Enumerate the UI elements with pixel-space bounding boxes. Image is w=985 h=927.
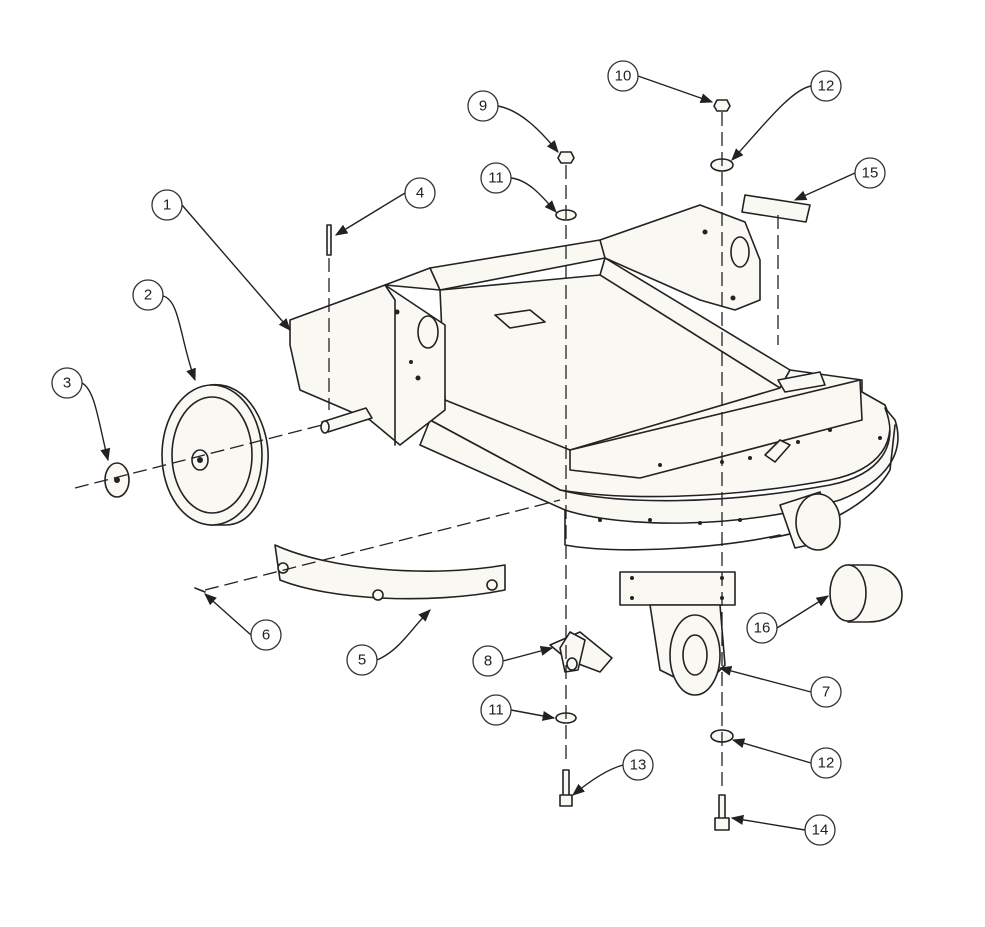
hardware [555,99,811,831]
pin-part-4 [326,224,332,256]
washer-part-3 [104,462,130,498]
svg-text:1: 1 [163,197,171,214]
bumper-part-16 [829,564,903,623]
screw-part-6 [194,587,206,593]
callout-5: 5 [346,644,378,676]
callout-12-top: 12 [810,70,842,102]
callout-14: 14 [804,814,836,846]
callout-13: 13 [622,749,654,781]
bolt-part-13 [559,769,573,807]
nut-part-10 [713,99,731,112]
callout-16: 16 [746,612,778,644]
callout-1: 1 [151,189,183,221]
callout-leaders [81,75,856,831]
svg-text:4: 4 [416,185,424,202]
svg-text:3: 3 [63,375,71,392]
callout-15: 15 [854,157,886,189]
svg-text:6: 6 [262,627,270,644]
svg-text:15: 15 [862,165,879,182]
callout-10: 10 [607,60,639,92]
svg-text:14: 14 [812,822,829,839]
svg-text:13: 13 [630,757,647,774]
svg-text:11: 11 [488,170,504,187]
svg-text:12: 12 [818,755,835,772]
callout-3: 3 [51,367,83,399]
svg-text:10: 10 [615,68,632,85]
svg-text:9: 9 [479,98,487,115]
svg-text:12: 12 [818,78,835,95]
callout-7: 7 [810,676,842,708]
callout-8: 8 [472,645,504,677]
callout-2: 2 [132,279,164,311]
svg-text:16: 16 [754,620,771,637]
wheel-part-2 [161,384,269,526]
frame-part-1 [289,204,899,551]
svg-text:11: 11 [488,702,504,719]
bumper-strip-part-5 [274,544,506,601]
svg-text:8: 8 [484,653,492,670]
bolt-part-14 [714,794,730,831]
callout-6: 6 [250,619,282,651]
svg-text:2: 2 [144,287,152,304]
callout-11-top: 11 [480,162,512,194]
assembly-centerlines [74,112,779,790]
callout-9: 9 [467,90,499,122]
callout-11-bottom: 11 [480,694,512,726]
callout-12-bottom: 12 [810,747,842,779]
label-part-15 [741,194,811,223]
caster-part-7 [619,571,736,696]
nut-part-9 [557,151,575,164]
svg-text:5: 5 [358,652,366,669]
callout-4: 4 [404,177,436,209]
bracket-part-8 [549,631,613,673]
svg-text:7: 7 [822,684,830,701]
